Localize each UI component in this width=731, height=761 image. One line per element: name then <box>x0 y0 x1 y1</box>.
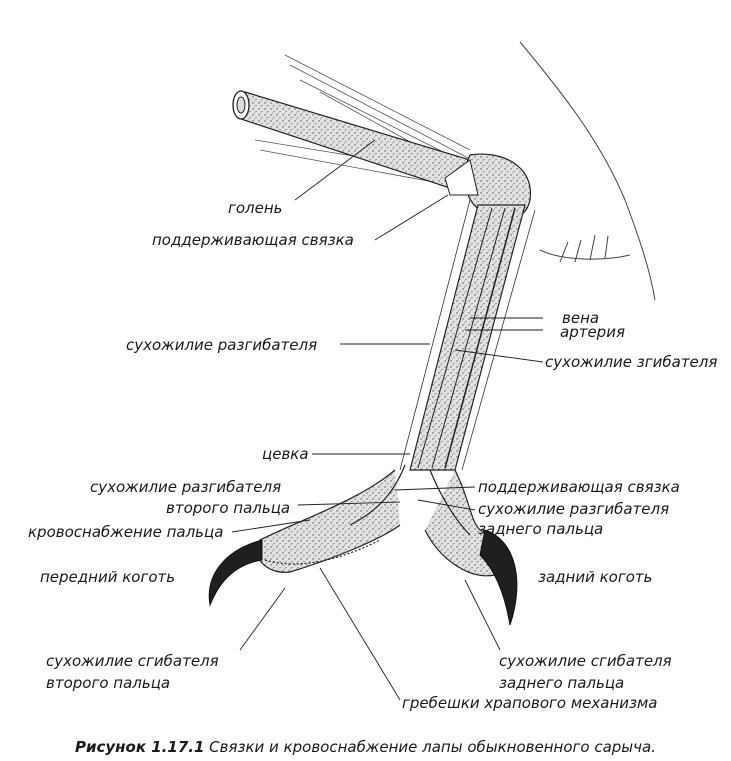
foot <box>257 465 502 576</box>
figure-caption: Рисунок 1.17.1 Связки и кровоснабжение л… <box>0 738 731 756</box>
label-flexor-hind-digit-1: сухожилие сгибателя <box>499 652 672 670</box>
label-extensor-hind-digit-1: сухожилие разгибателя <box>478 500 669 518</box>
label-flexor-second-digit-1: сухожилие сгибателя <box>46 652 219 670</box>
label-front-claw: передний коготь <box>40 568 175 586</box>
label-extensor-tendon: сухожилие разгибателя <box>126 336 317 354</box>
front-claw <box>209 540 262 605</box>
label-extensor-second-digit-2: второго пальца <box>166 499 290 517</box>
caption-text: Связки и кровоснабжение лапы обыкновенно… <box>209 738 656 756</box>
label-flexor-hind-digit-2: заднего пальца <box>499 674 624 692</box>
label-extensor-second-digit-1: сухожилие разгибателя <box>90 478 281 496</box>
label-ratchet-ridges: гребешки храпового механизма <box>402 694 657 712</box>
label-tarsometatarsus: цевка <box>262 445 309 463</box>
label-support-ligament-lower: поддерживающая связка <box>478 478 680 496</box>
label-digit-blood-supply: кровоснабжение пальца <box>28 523 223 541</box>
caption-number: Рисунок 1.17.1 <box>75 738 204 756</box>
label-flexor-tendon: сухожилие згибателя <box>545 353 717 371</box>
label-artery: артерия <box>560 323 625 341</box>
label-support-ligament-upper: поддерживающая связка <box>152 231 354 249</box>
body-outline <box>520 42 655 300</box>
label-flexor-second-digit-2: второго пальца <box>46 674 170 692</box>
label-tibia: голень <box>228 199 283 217</box>
hind-claw <box>480 530 517 625</box>
tarsometatarsus <box>400 200 535 470</box>
label-hind-claw: задний коготь <box>538 568 653 586</box>
label-extensor-hind-digit-2: заднего пальца <box>478 520 603 538</box>
